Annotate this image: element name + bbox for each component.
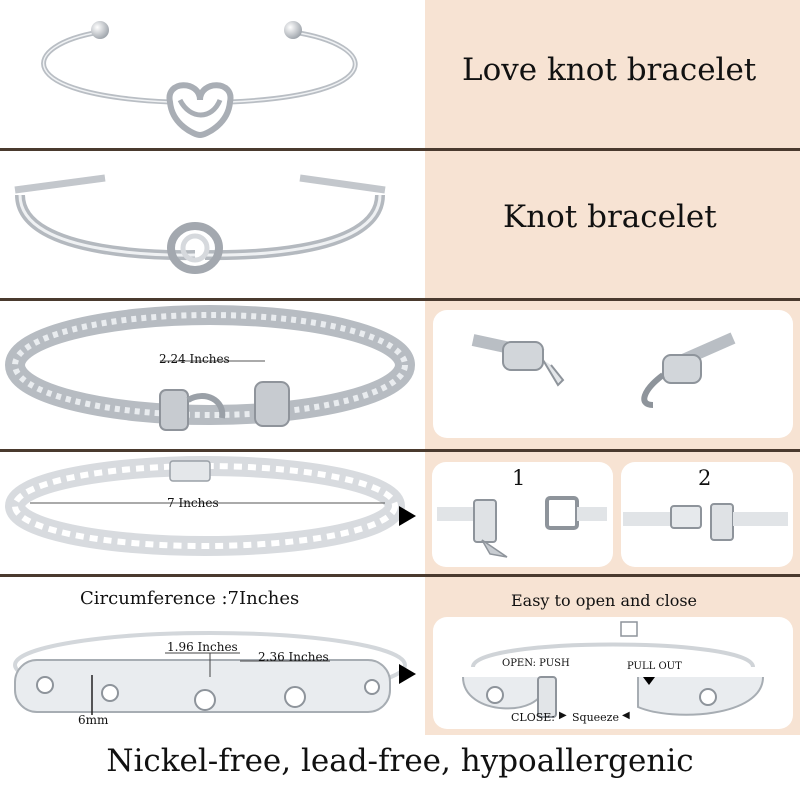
step-one-image [437,496,607,558]
squeeze-label: Squeeze [572,711,619,724]
thickness-label: 6mm [78,713,109,727]
bangle-image [13,631,407,715]
step-two-number: 2 [698,466,712,490]
clasp-detail-card [433,310,793,438]
pull-out-label: PULL OUT [627,661,682,672]
inner-diameter-label: 1.96 Inches [167,640,238,654]
love-knot-bracelet-image [41,21,358,139]
open-push-label: OPEN: PUSH [502,658,570,669]
love-knot-bracelet-label: Love knot bracelet [462,52,757,88]
tennis-measurement-label: 7 Inches [167,496,219,510]
row-divider [0,298,800,301]
knot-bracelet-image [14,174,386,274]
arrow-right-icon [399,664,416,684]
step-two-image [623,503,788,541]
arrow-right-icon [399,506,416,526]
arrow-left-icon: ◀ [622,710,630,721]
close-label: CLOSE: [511,711,556,724]
hypoallergenic-footer: Nickel-free, lead-free, hypoallergenic [106,743,694,779]
row-divider [0,574,800,577]
cable-bracelet-image [5,305,415,431]
tennis-bracelet-image [5,456,405,556]
circumference-label: Circumference :7Inches [80,588,300,609]
open-close-label: Easy to open and close [511,591,697,610]
bangle-clasp-card [433,617,793,729]
step-one-number: 1 [512,466,526,490]
footer-band [0,735,800,800]
row-divider [0,148,800,151]
bangle-clasp-image [462,621,764,718]
outer-width-label: 2.36 Inches [258,650,329,664]
clasp-detail-image [471,332,736,408]
row-divider [0,449,800,452]
knot-bracelet-label: Knot bracelet [503,199,717,235]
arrow-right-icon: ▶ [559,710,567,721]
cable-measurement-label: 2.24 Inches [159,352,230,366]
